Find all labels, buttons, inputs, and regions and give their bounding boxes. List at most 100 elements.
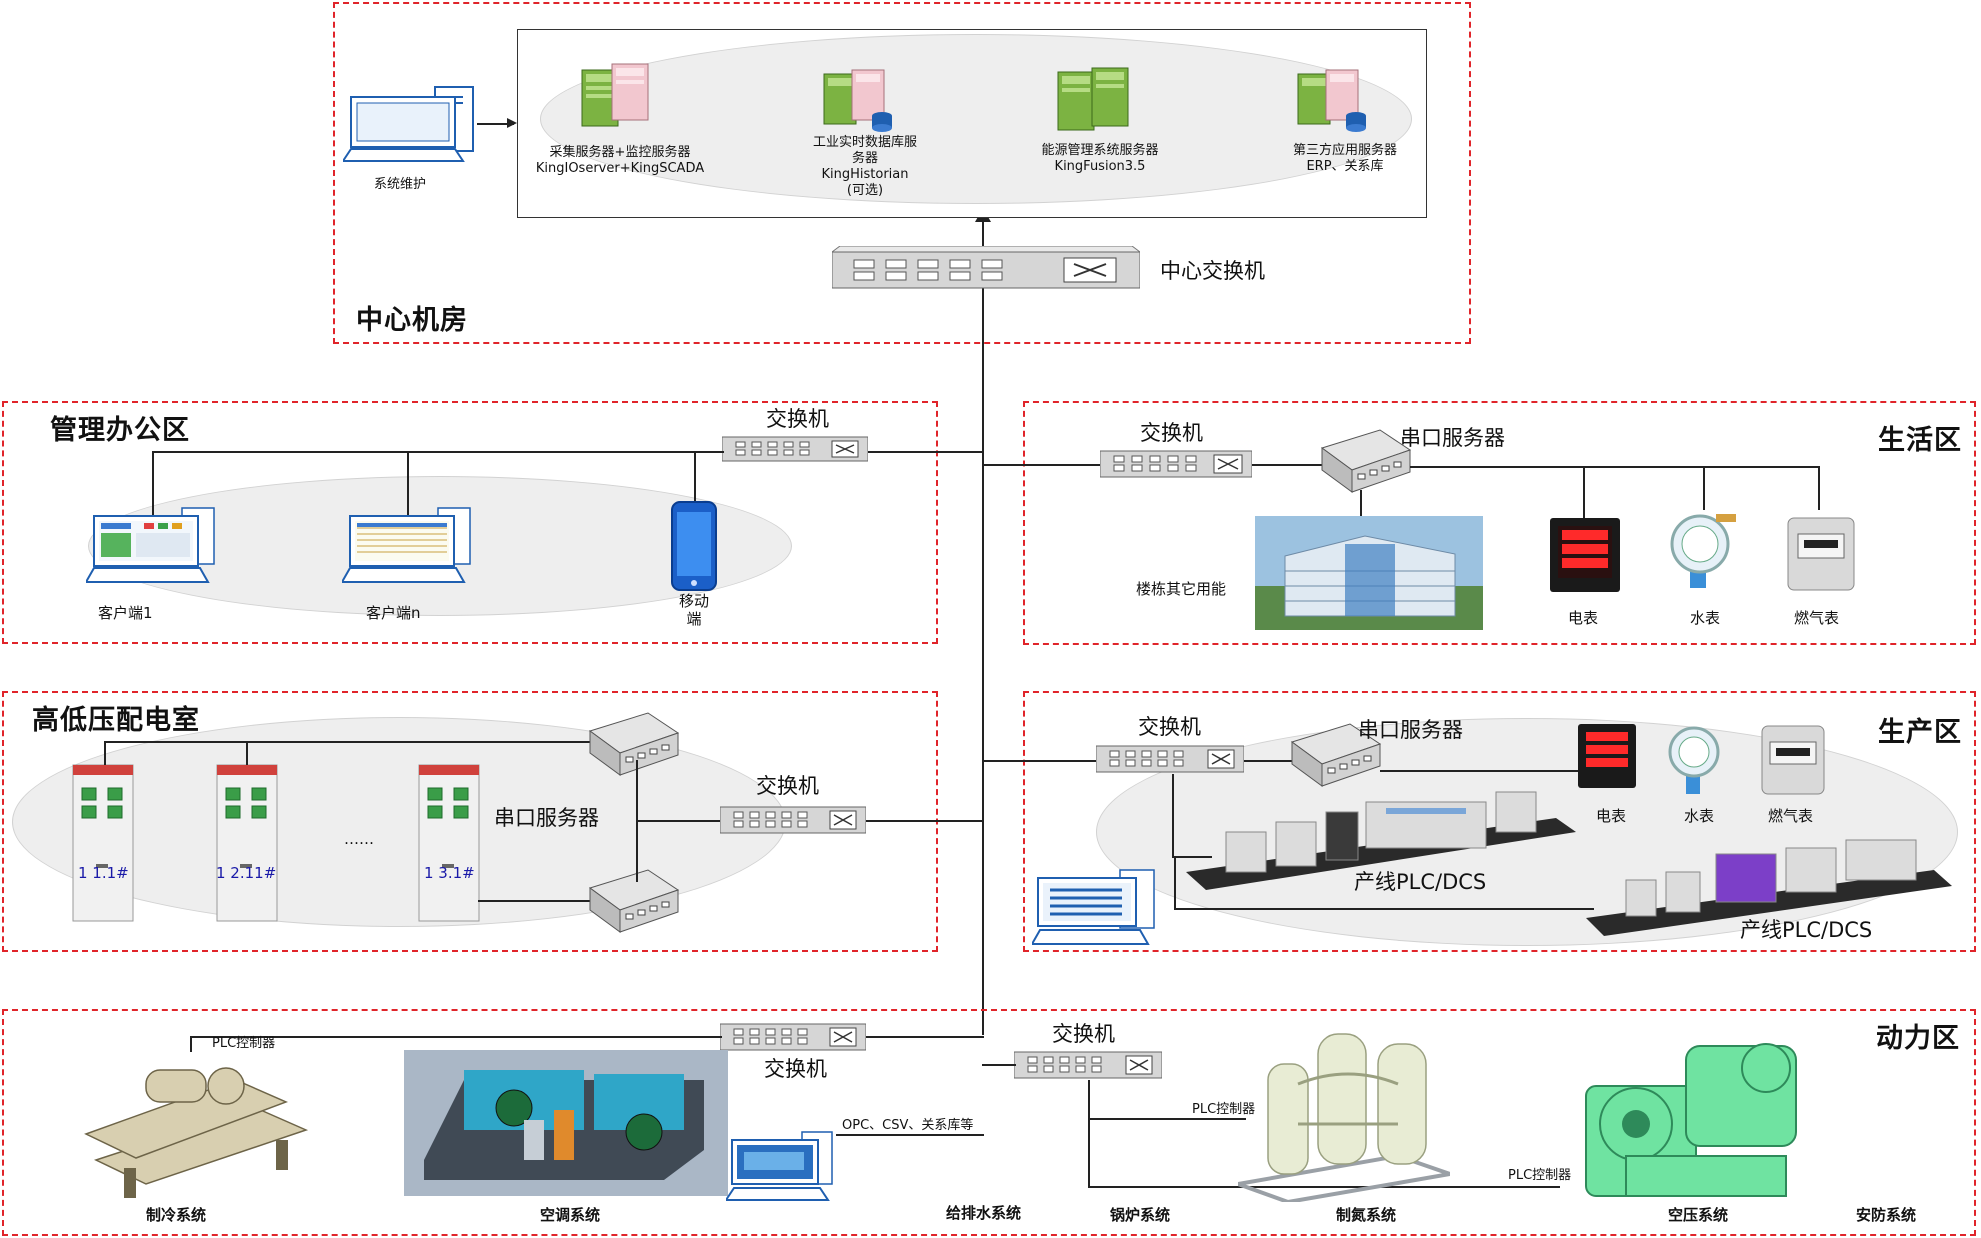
power-switch-left-label: 交换机 [764, 1057, 827, 1081]
server-1-line2: KingIOserver+KingSCADA [520, 161, 720, 177]
server-1-line1: 采集服务器+监控服务器 [520, 145, 720, 161]
cabinet-1-icon [72, 764, 134, 922]
server-label-1: 采集服务器+监控服务器 KingIOserver+KingSCADA [520, 145, 720, 177]
living-water-meter-label: 水表 [1690, 609, 1720, 627]
energy-server-icon[interactable] [1056, 64, 1140, 134]
living-meter-bus [1410, 466, 1820, 468]
office-uplink [868, 451, 984, 453]
prod-water-meter-label: 水表 [1684, 807, 1714, 825]
water-monitor-computer-icon[interactable] [726, 1130, 836, 1202]
pd-serial-server-top-icon[interactable] [588, 711, 680, 777]
prod-gas-meter-icon [1760, 720, 1826, 796]
pd-switch-label: 交换机 [756, 774, 819, 798]
maintenance-label: 系统维护 [365, 177, 435, 193]
cabinet-1-label: 1 1.1# [78, 864, 129, 882]
server-3-line2: KingFusion3.5 [1020, 159, 1180, 175]
prod-water-meter-icon [1660, 720, 1736, 796]
production-line-2-label: 产线PLC/DCS [1740, 918, 1872, 942]
client1-label: 客户端1 [98, 604, 153, 622]
mobile-label: 移动 端 [672, 592, 716, 628]
center-switch-icon[interactable] [832, 246, 1140, 290]
prod-monitor-computer-icon[interactable] [1032, 868, 1158, 946]
power-right-plc2-link [1088, 1118, 1246, 1120]
plc-label-3: PLC控制器 [1508, 1168, 1571, 1184]
power-switch-right-icon[interactable] [1014, 1048, 1162, 1080]
pd-serial-server-bottom-icon[interactable] [588, 868, 680, 934]
client-computer-icon[interactable] [86, 506, 220, 586]
server-2-line3: KingHistorian [780, 167, 950, 183]
server-2-line4: (可选) [780, 183, 950, 199]
pd-switch-icon[interactable] [720, 803, 866, 835]
cabinet-ellipsis: …… [344, 830, 374, 848]
gas-meter-icon [1786, 512, 1856, 592]
nitrogen-system-image [1238, 1024, 1450, 1202]
cabinet-2-label: 1 2.11# [216, 864, 276, 882]
cabinet-3-icon [418, 764, 480, 922]
pd-uplink [866, 820, 984, 822]
zone-title-power-dist: 高低压配电室 [32, 698, 200, 737]
server-4-line1: 第三方应用服务器 [1265, 143, 1425, 159]
building-label: 楼栋其它用能 [1136, 580, 1226, 598]
server-2-line2: 务器 [780, 151, 950, 167]
prod-uplink [982, 760, 1098, 762]
power-right-uplink [982, 1064, 1016, 1066]
server-2-line1: 工业实时数据库服 [780, 135, 950, 151]
pd-drop-1 [104, 741, 106, 765]
system-label-air-compressor: 空压系统 [1668, 1206, 1728, 1224]
client-computer-n-icon[interactable] [342, 506, 476, 586]
system-label-boiler: 锅炉系统 [1110, 1206, 1170, 1224]
living-serial-label: 串口服务器 [1400, 426, 1505, 450]
server-database-icon[interactable] [822, 66, 906, 132]
living-meter-drop-1 [1583, 466, 1585, 520]
mobile-label-line1: 移动 [672, 592, 716, 610]
center-switch-label: 中心交换机 [1160, 259, 1265, 283]
system-label-refrigeration: 制冷系统 [146, 1206, 206, 1224]
living-switch-serial-link [1252, 464, 1324, 466]
office-switch-icon[interactable] [722, 433, 868, 463]
prod-serial-label: 串口服务器 [1358, 718, 1463, 742]
office-drop-3 [694, 451, 696, 503]
pd-drop-2 [246, 741, 248, 765]
living-building-drop [1360, 490, 1362, 518]
living-uplink [982, 464, 1102, 466]
water-meter-icon [1660, 510, 1748, 590]
pd-serial-switch-link [636, 820, 722, 822]
office-bus [152, 451, 724, 453]
power-right-drop [1088, 1080, 1090, 1186]
arrow-right-icon [507, 118, 517, 128]
power-switch-left-icon[interactable] [720, 1020, 866, 1052]
cabinet-2-icon [216, 764, 278, 922]
third-party-server-icon[interactable] [1296, 66, 1380, 132]
living-serial-server-icon[interactable] [1320, 428, 1412, 494]
clientn-label: 客户端n [366, 604, 421, 622]
cabinet-3-label: 1 3.1# [424, 864, 475, 882]
system-label-nitrogen: 制氮系统 [1336, 1206, 1396, 1224]
server-icon[interactable] [580, 62, 664, 128]
system-label-water: 给排水系统 [946, 1204, 1021, 1222]
chiller-image [76, 1050, 332, 1200]
electric-meter-icon [1548, 516, 1622, 594]
server-label-4: 第三方应用服务器 ERP、关系库 [1265, 143, 1425, 175]
living-switch-label: 交换机 [1140, 421, 1203, 445]
server-ellipse [540, 34, 1412, 204]
pd-bottom-bus [478, 900, 596, 902]
mobile-phone-icon[interactable] [670, 500, 718, 592]
prod-switch-label: 交换机 [1138, 715, 1201, 739]
zone-title-power: 动力区 [1876, 1016, 1960, 1055]
living-meter-drop-2 [1703, 466, 1705, 510]
living-switch-icon[interactable] [1100, 447, 1252, 479]
zone-title-center-room: 中心机房 [356, 298, 468, 337]
zone-title-living: 生活区 [1878, 418, 1962, 457]
zone-title-office: 管理办公区 [50, 408, 190, 447]
pd-top-bus [104, 741, 594, 743]
server-4-line2: ERP、关系库 [1265, 159, 1425, 175]
living-gas-meter-label: 燃气表 [1794, 609, 1839, 627]
office-switch-label: 交换机 [766, 407, 829, 431]
server-label-3: 能源管理系统服务器 KingFusion3.5 [1020, 143, 1180, 175]
system-label-hvac: 空调系统 [540, 1206, 600, 1224]
mobile-label-line2: 端 [672, 610, 716, 628]
system-label-security: 安防系统 [1856, 1206, 1916, 1224]
maintenance-computer-icon[interactable] [343, 85, 483, 165]
production-line-1-label: 产线PLC/DCS [1354, 870, 1486, 894]
opc-label: OPC、CSV、关系库等 [842, 1118, 973, 1134]
